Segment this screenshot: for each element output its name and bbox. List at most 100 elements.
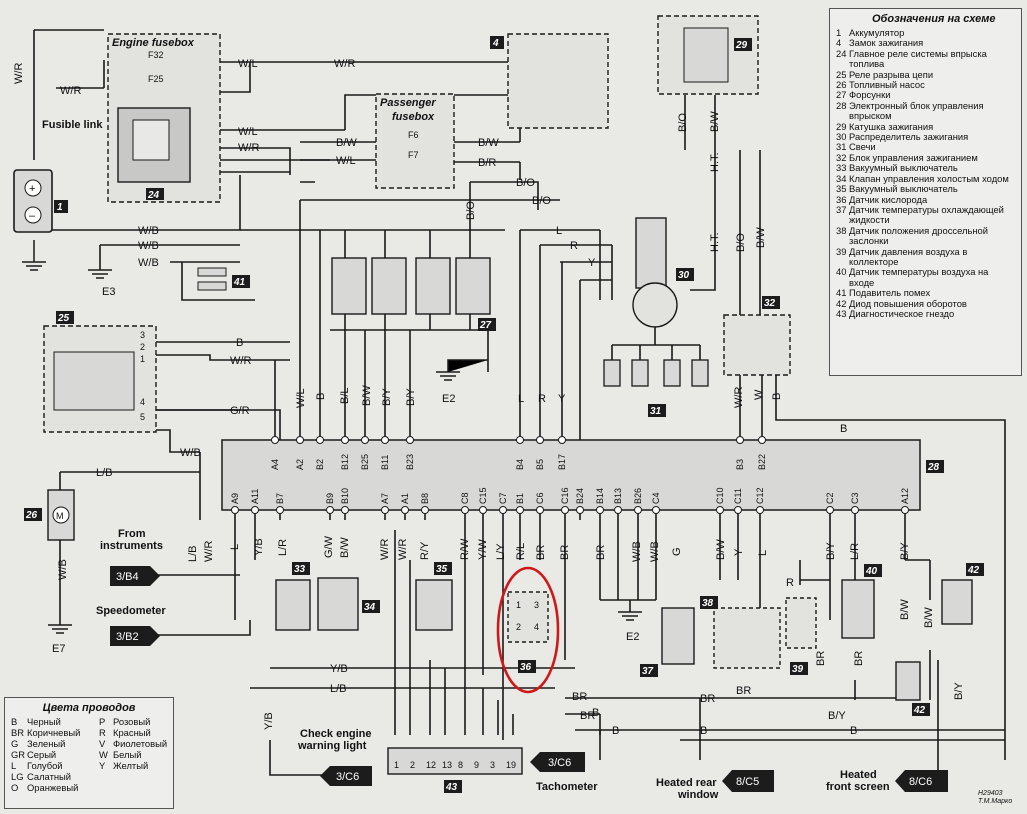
- ecu-pin-terminal: [341, 506, 349, 514]
- wire-label: Y/B: [263, 712, 275, 730]
- ecu-pin-label: B7: [275, 493, 285, 504]
- color-code: Y: [99, 760, 106, 771]
- legend-item-text: Диагностическое гнездо: [849, 307, 955, 319]
- tag-28: 28: [927, 462, 940, 473]
- ecu-pin-terminal: [736, 436, 744, 444]
- wire-label: W/R: [60, 85, 81, 97]
- tag-31: 31: [650, 406, 662, 417]
- wire-label: W/R: [379, 539, 391, 560]
- wire-label: B: [236, 337, 243, 349]
- e2-label-bottom: E2: [626, 631, 639, 643]
- legend-item-number: 43: [836, 307, 847, 319]
- tachometer-label: Tachometer: [536, 781, 598, 793]
- legend-item-text: Главное реле системы впрыска топлива: [849, 47, 987, 70]
- tag-1: 1: [57, 202, 63, 213]
- connector-pin-label: 13: [442, 760, 452, 770]
- rpm-diodes: 42 42: [895, 563, 984, 716]
- wire-label: B/W: [755, 227, 767, 248]
- color-name: Розовый: [113, 716, 151, 727]
- wire-label: W/R: [334, 58, 355, 70]
- ecu-pin-terminal: [634, 506, 642, 514]
- wire-label: B/Y: [828, 710, 846, 722]
- wire-label: W/R: [397, 539, 409, 560]
- ecu-pin-terminal: [734, 506, 742, 514]
- wire-label: W/L: [238, 58, 258, 70]
- wire-label: L: [556, 225, 562, 237]
- wire-label: B: [315, 393, 327, 400]
- ecu-pin-label: B2: [315, 459, 325, 470]
- legend-item-number: 42: [836, 297, 847, 309]
- legend-item-number: 25: [836, 68, 847, 80]
- check-engine-label-2: warning light: [297, 740, 367, 752]
- tag-42-bottom: 42: [913, 705, 926, 716]
- legend-item-number: 28: [836, 99, 847, 111]
- vacuum-switch-35: 35: [415, 562, 453, 631]
- connector-pin-label: 12: [426, 760, 436, 770]
- vacuum-switch-33: 33: [275, 562, 311, 631]
- legend-item-text: Реле разрыва цепи: [849, 68, 934, 80]
- ecu-pin-label: C6: [535, 492, 545, 504]
- engine-fusebox-title: Engine fusebox: [112, 37, 195, 49]
- wire-label: L/B: [96, 467, 113, 479]
- color-name: Белый: [113, 749, 142, 760]
- legend-item-number: 35: [836, 183, 847, 195]
- wire-label: W/R: [238, 142, 259, 154]
- ecu-pin-terminal: [231, 506, 239, 514]
- color-code: P: [99, 716, 106, 727]
- ecu-pin-label: B4: [515, 459, 525, 470]
- wire-label: R: [570, 240, 578, 252]
- ecu-pin-label: B24: [575, 488, 585, 504]
- o2-pin-4: 4: [534, 622, 539, 632]
- connector-pin-label: 1: [394, 760, 399, 770]
- color-code: G: [11, 738, 19, 749]
- wire-label: L: [518, 393, 524, 405]
- wire-label: BR: [815, 651, 827, 666]
- legend-item-text: Датчик температуры охлаждающей жидкости: [849, 203, 1004, 226]
- arrow-8c6: [895, 770, 948, 792]
- ecu-pin-terminal: [516, 436, 524, 444]
- tag-29: 29: [735, 40, 748, 51]
- wire-label: BR: [535, 545, 547, 560]
- drawing-credit: H29403 T.M.Марко: [978, 790, 1012, 806]
- diagnostic-connector: 43: [387, 747, 523, 793]
- ecu-pin-terminal: [652, 506, 660, 514]
- wire-label: R: [538, 393, 546, 405]
- ecu-pin-label: C12: [755, 487, 765, 504]
- relay-pin-label: 3: [140, 330, 145, 340]
- wire-label: B/O: [532, 195, 551, 207]
- wire-label: L/B: [187, 545, 199, 562]
- tag-37: 37: [642, 666, 654, 677]
- color-code: R: [99, 727, 106, 738]
- connector-pin-label: 8: [458, 760, 463, 770]
- legend-item-text: Вакуумный выключатель: [849, 162, 958, 174]
- color-code: L: [11, 760, 17, 771]
- highlight-ellipse: [496, 566, 560, 694]
- speedometer-label: Speedometer: [96, 605, 166, 617]
- color-code: LG: [11, 771, 24, 782]
- wire-label: B/W: [715, 539, 727, 560]
- wire-label: BR: [736, 685, 751, 697]
- wire-label: G/W: [323, 535, 335, 558]
- air-temp-sensor: 40: [841, 564, 882, 639]
- wire-label: B: [840, 423, 847, 435]
- wire-label: W/R: [203, 541, 215, 562]
- wire-label: Y/B: [330, 663, 348, 675]
- legend-item-text: Датчик положения дроссельной заслонки: [849, 224, 988, 247]
- wire-label: R/W: [459, 538, 471, 560]
- legend-item-number: 34: [836, 172, 847, 184]
- wire-label: BR: [595, 545, 607, 560]
- ground-symbols: [22, 240, 642, 634]
- ecu-pin-label: B14: [595, 488, 605, 504]
- tag-34: 34: [364, 602, 376, 613]
- ecu-pin-label: B11: [380, 455, 390, 470]
- ecu-pin-terminal: [381, 506, 389, 514]
- throttle-position-sensor: 38: [700, 596, 781, 669]
